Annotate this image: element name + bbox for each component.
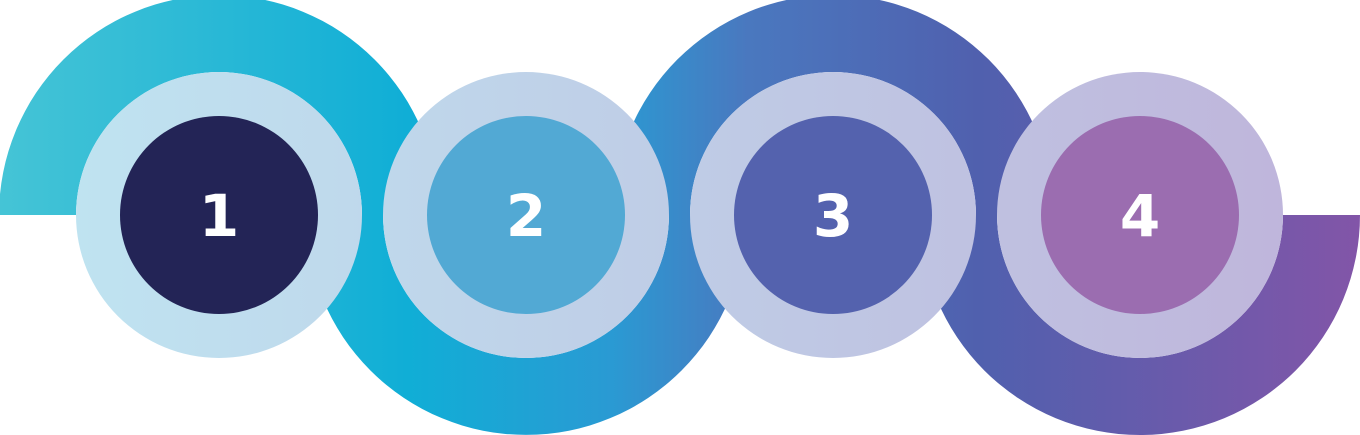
step-number-4: 4 (1120, 182, 1160, 250)
step-circles: 1 2 3 4 (120, 116, 1239, 314)
step-2: 2 (427, 116, 625, 314)
step-3: 3 (734, 116, 932, 314)
step-circle-3 (734, 116, 932, 314)
step-number-2: 2 (506, 182, 546, 250)
step-1: 1 (120, 116, 318, 314)
step-number-1: 1 (199, 182, 239, 250)
step-number-3: 3 (813, 182, 853, 250)
wave-arc-4 (920, 215, 1360, 435)
step-circle-4 (1041, 116, 1239, 314)
wave-arc-2 (306, 215, 746, 435)
step-4: 4 (1041, 116, 1239, 314)
wave-arc-3 (613, 0, 1053, 215)
step-circle-2 (427, 116, 625, 314)
wave-arc-1 (0, 0, 439, 215)
step-circle-1 (120, 116, 318, 314)
